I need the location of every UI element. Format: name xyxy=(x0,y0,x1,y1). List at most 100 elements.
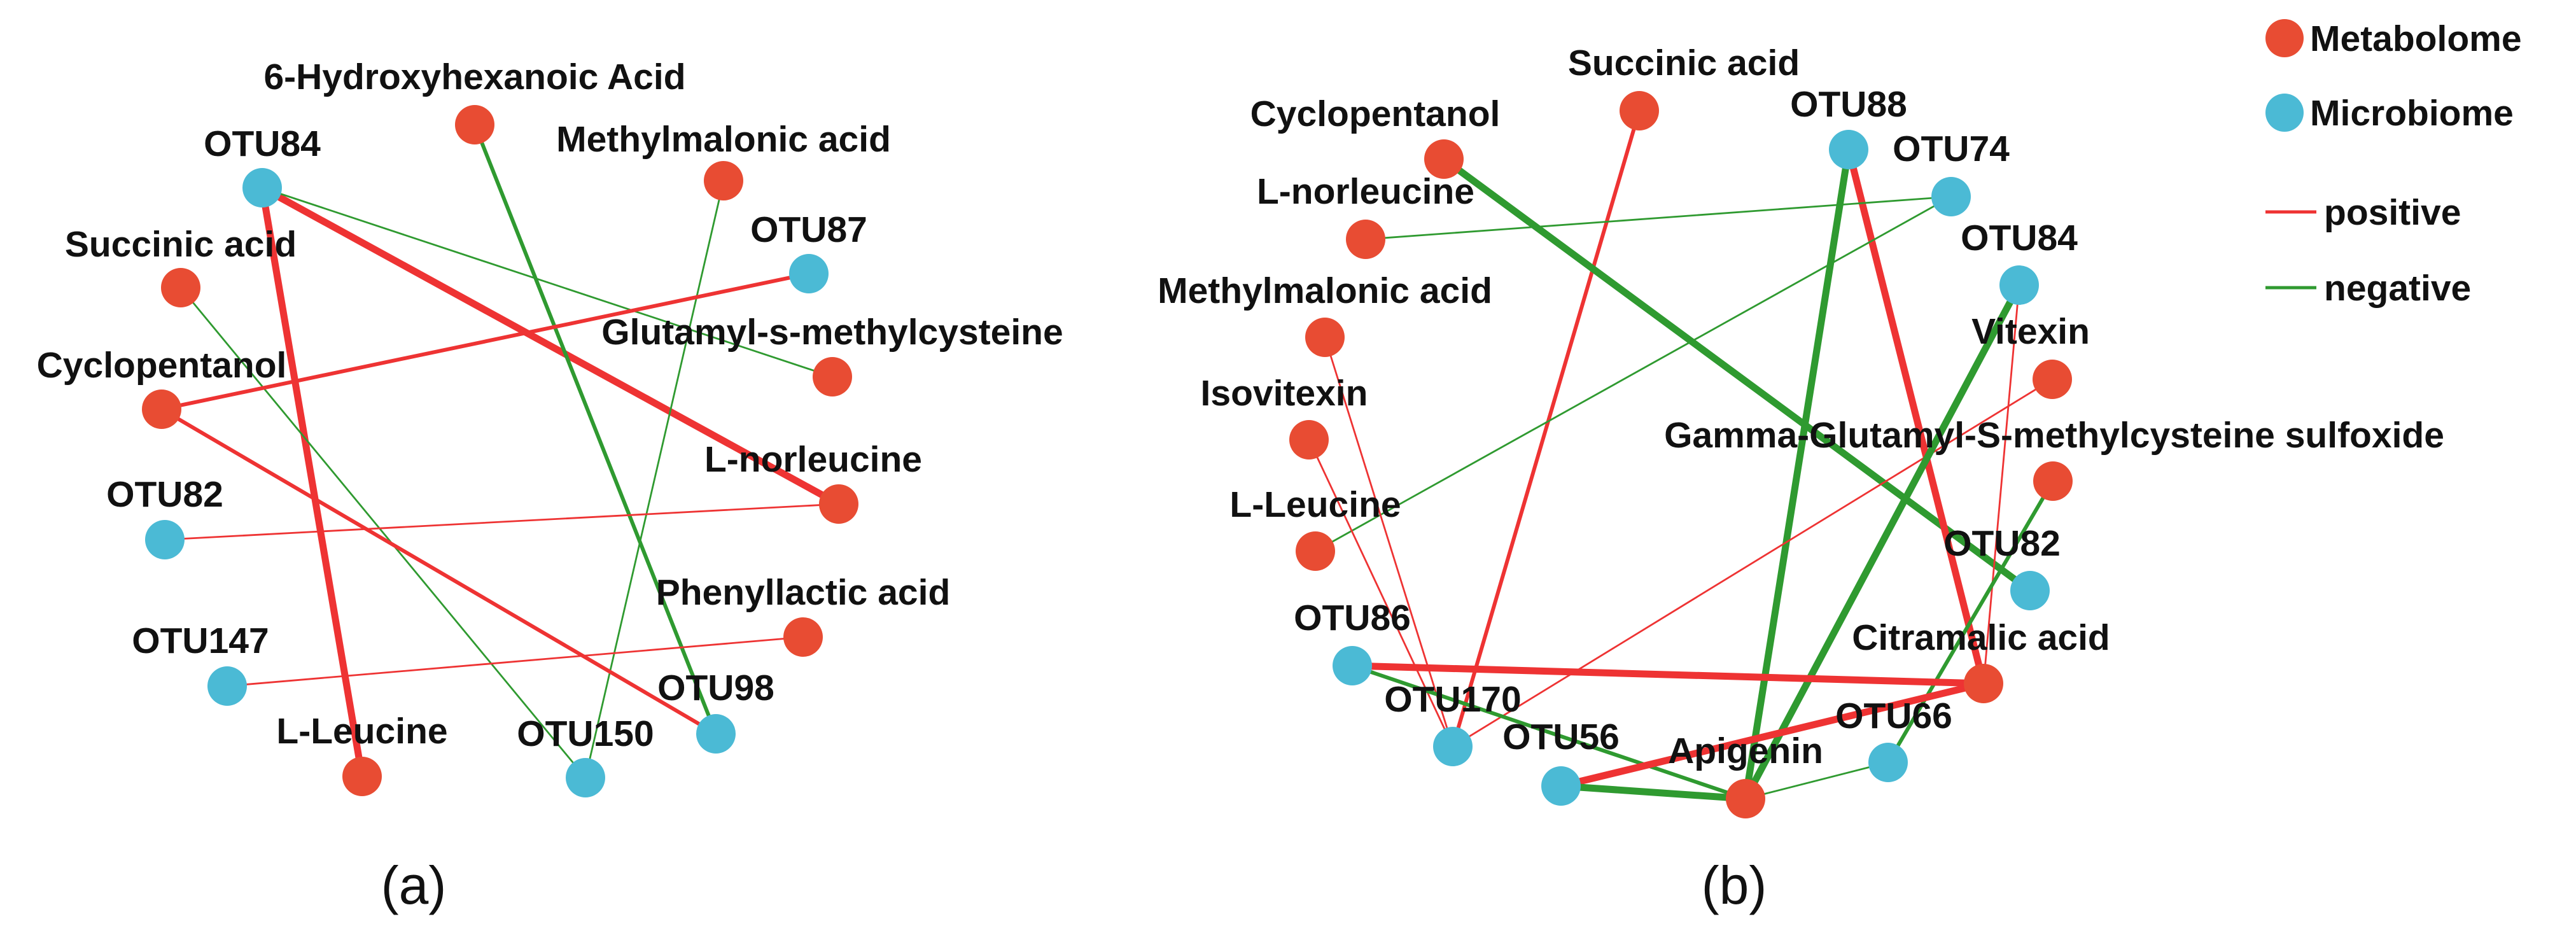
panel-a-node-otu98 xyxy=(696,714,736,754)
panel-a-label-hydroxy: 6-Hydroxyhexanoic Acid xyxy=(263,57,685,97)
panel-a-label-norleucine: L-norleucine xyxy=(704,439,922,480)
panel-a-node-hydroxy xyxy=(455,105,494,144)
panel-b-label-cyclopentanol: Cyclopentanol xyxy=(1250,94,1501,134)
panel-a-label-succinic: Succinic acid xyxy=(65,224,297,265)
panel-a-node-methylmalonic xyxy=(704,161,743,200)
panel-b-edge-isovitexin-otu170 xyxy=(1308,438,1454,748)
panel-b-node-isovitexin xyxy=(1289,420,1329,459)
panel-b-label-succinic: Succinic acid xyxy=(1568,43,1800,83)
panel-b-edge-otu84-apigenin xyxy=(1742,281,2023,803)
panel-a-edge-cyclopentanol-otu87 xyxy=(160,272,811,411)
panel-a-label-otu98: OTU98 xyxy=(657,668,774,708)
panel-b-edge-cyclopentanol-otu82 xyxy=(1440,155,2034,594)
panel-a-node-leucine xyxy=(342,757,382,796)
legend-metabolome-label: Metabolome xyxy=(2310,18,2522,59)
panel-a-nodes xyxy=(142,105,858,797)
panel-b-node-norleucine xyxy=(1346,220,1385,259)
panel-a-node-otu150 xyxy=(566,758,605,797)
panel-a-label-otu87: OTU87 xyxy=(750,209,867,250)
panel-b-label-methylmalonic: Methylmalonic acid xyxy=(1158,270,1492,311)
panel-b-edge-apigenin-otu66 xyxy=(1744,761,1889,800)
panel-b-label-otu86: OTU86 xyxy=(1294,598,1411,638)
panel-a-label-otu147: OTU147 xyxy=(132,621,269,661)
panel-a-edges xyxy=(160,123,843,780)
panel-a-node-cyclopentanol xyxy=(142,389,181,429)
panel-a-node-otu84 xyxy=(242,168,282,207)
legend-metabolome-dot xyxy=(2265,19,2304,57)
panel-a-label-cyclopentanol: Cyclopentanol xyxy=(37,345,287,386)
panel-b-label-vitexin: Vitexin xyxy=(1971,311,2090,352)
panel-b-node-apigenin xyxy=(1726,779,1765,818)
panel-b-node-otu86 xyxy=(1333,646,1372,685)
panel-b-edge-otu56-apigenin xyxy=(1557,782,1749,803)
panel-a-node-otu82 xyxy=(145,520,185,559)
panel-a-edge-otu147-phenyllactic xyxy=(226,636,804,687)
panel-b-nodes xyxy=(1289,91,2073,818)
panel-b-edge-otu88-apigenin xyxy=(1742,146,1852,803)
panel-b-label-apigenin: Apigenin xyxy=(1668,731,1823,771)
panel-b-node-otu56 xyxy=(1541,766,1581,806)
panel-a-node-phenyllactic xyxy=(783,617,823,657)
panel-b-node-gamma xyxy=(2033,461,2073,501)
panel-a-node-norleucine xyxy=(819,484,858,524)
panel-b-node-otu170 xyxy=(1433,727,1473,766)
legend-microbiome-dot xyxy=(2265,94,2304,132)
panel-b-label-otu82: OTU82 xyxy=(1943,523,2061,564)
panel-b-label-norleucine: L-norleucine xyxy=(1257,171,1474,212)
panel-b-node-otu88 xyxy=(1829,130,1868,169)
panel-b-node-otu82 xyxy=(2010,571,2050,610)
panel-a-edge-methylmalonic-otu150 xyxy=(584,179,725,779)
panel-b-node-vitexin xyxy=(2033,360,2072,399)
panel-b-label-otu170: OTU170 xyxy=(1384,679,1521,720)
panel-b-edge-methylmalonic-otu170 xyxy=(1324,336,1454,748)
legend-microbiome-label: Microbiome xyxy=(2310,93,2514,134)
panel-b-edges xyxy=(1308,109,2055,803)
panel-b-edge-otu88-citramalic xyxy=(1845,146,1987,687)
panel-b-label-otu56: OTU56 xyxy=(1502,717,1620,757)
panel-b-node-leucine xyxy=(1296,531,1335,571)
panel-b-label-otu88: OTU88 xyxy=(1790,84,1907,125)
panel-a-label-otu82: OTU82 xyxy=(106,474,223,515)
panel-b-edge-otu86-citramalic xyxy=(1348,662,1987,687)
panel-b-label-otu84: OTU84 xyxy=(1961,218,2078,258)
panel-a-edge-otu84-glutamyl xyxy=(261,186,834,378)
panel-b-edge-otu56-citramalic xyxy=(1557,680,1987,790)
panel-a-node-glutamyl xyxy=(813,357,852,396)
panel-a-label-phenyllactic: Phenyllactic acid xyxy=(656,572,951,613)
panel-b-node-methylmalonic xyxy=(1305,318,1345,357)
panel-b-edge-otu74-norleucine xyxy=(1364,195,1952,241)
panel-b-node-citramalic xyxy=(1964,664,2003,703)
panel-a-edge-otu82-norleucine xyxy=(164,503,840,541)
panel-a-label-otu150: OTU150 xyxy=(517,713,654,754)
panel-a-edge-hydroxy-otu98 xyxy=(473,123,718,736)
panel-a-label-glutamyl: Glutamyl-s-methylcysteine xyxy=(601,312,1063,353)
panel-a-label-otu84: OTU84 xyxy=(204,123,321,164)
panel-b-label-otu66: OTU66 xyxy=(1835,696,1952,736)
panel-a-edge-succinic-otu150 xyxy=(179,286,587,779)
panel-a-edge-otu84-norleucine xyxy=(258,184,843,508)
panel-a-edge-otu84-leucine xyxy=(258,184,366,780)
panel-a-node-otu147 xyxy=(207,666,247,706)
panel-a-label-leucine: L-Leucine xyxy=(276,711,447,752)
panel-b-edge-succinic-otu170 xyxy=(1451,109,1641,748)
panel-a-node-succinic xyxy=(161,268,200,307)
panel-b-label-leucine: L-Leucine xyxy=(1229,484,1401,525)
legend-negative-label: negative xyxy=(2324,268,2471,309)
panel-b-edge-otu84-citramalic xyxy=(1982,284,2020,685)
panel-b-edge-otu86-apigenin xyxy=(1350,664,1747,801)
panel-b-node-otu66 xyxy=(1868,743,1908,782)
legend: Metabolome Microbiome positive negative xyxy=(2265,18,2522,309)
panel-b-node-otu84 xyxy=(1999,265,2039,305)
panel-b-label-gamma: Gamma-Glutamyl-S-methylcysteine sulfoxid… xyxy=(1664,415,2444,456)
panel-b-node-otu74 xyxy=(1931,177,1971,216)
panel-b-label-otu74: OTU74 xyxy=(1893,129,2010,169)
legend-positive-label: positive xyxy=(2324,192,2461,233)
panel-b-edge-vitexin-otu170 xyxy=(1452,378,2054,748)
panel-b-label-isovitexin: Isovitexin xyxy=(1201,373,1368,414)
panel-a-node-otu87 xyxy=(789,254,829,293)
